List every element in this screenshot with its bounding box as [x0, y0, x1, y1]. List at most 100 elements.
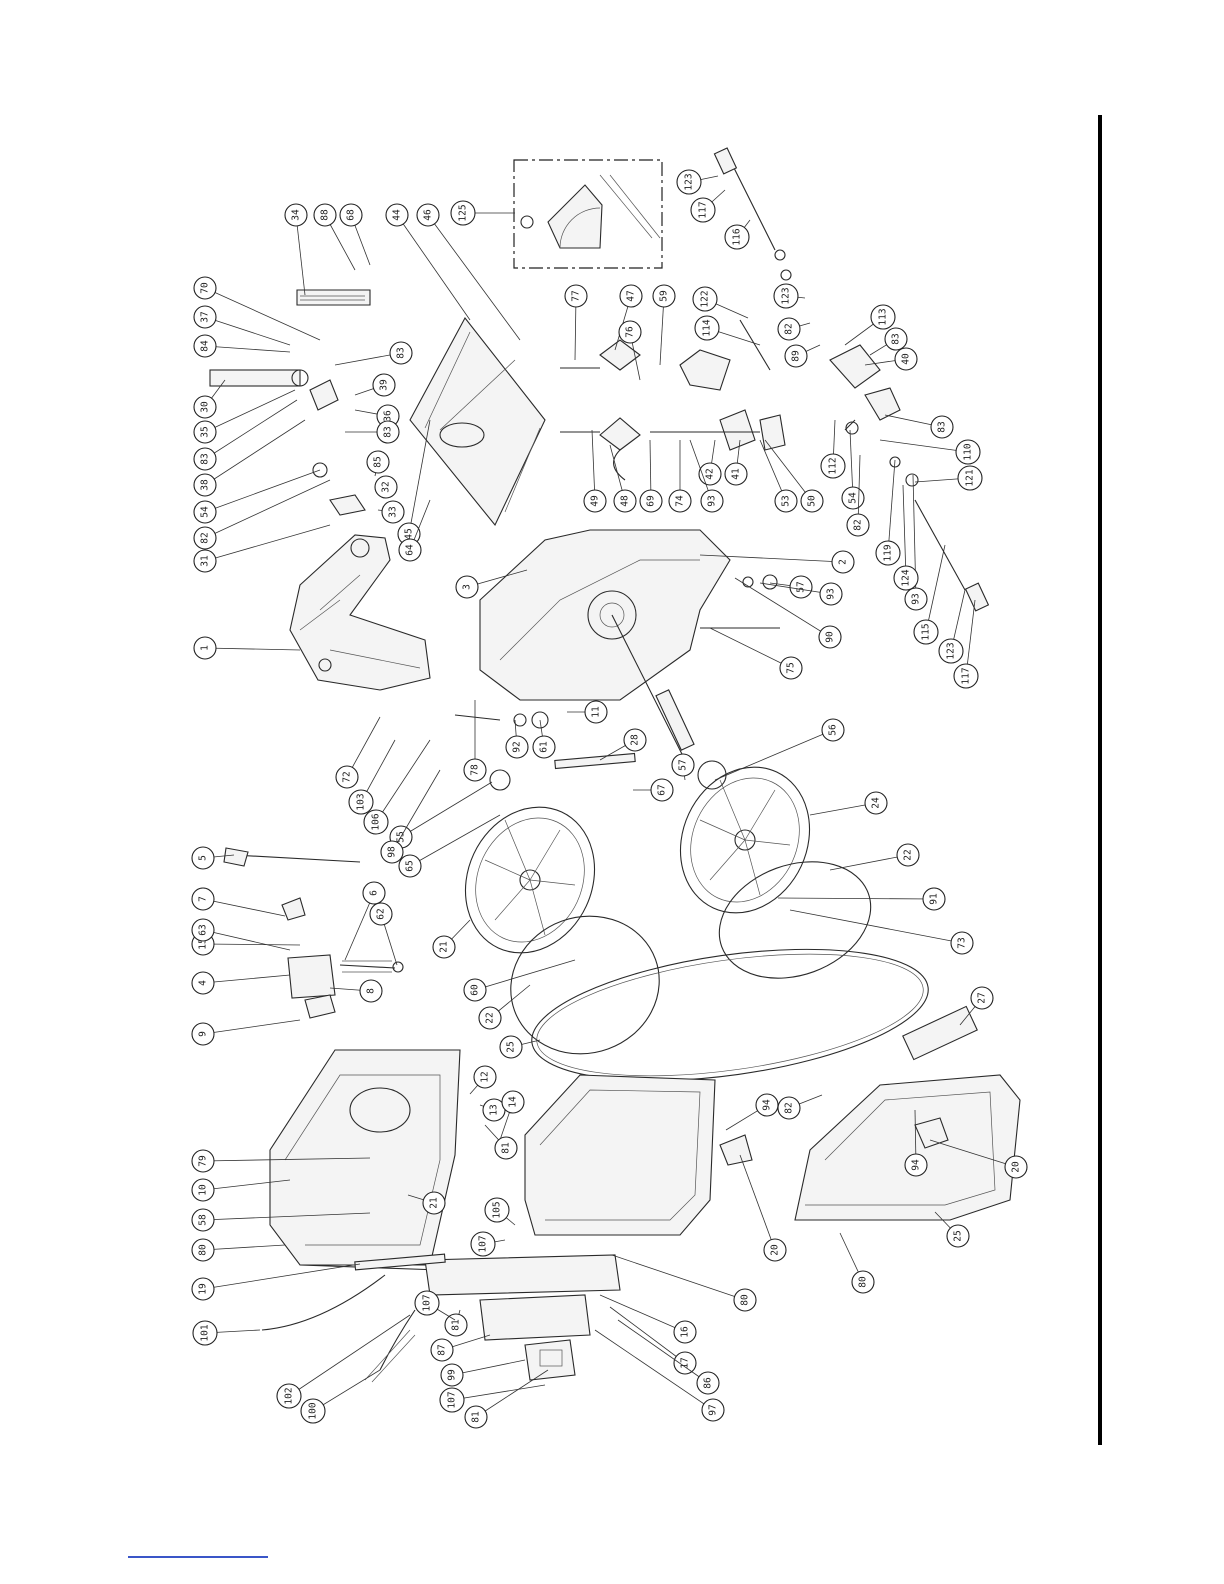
callout-110: 110	[879, 439, 981, 465]
callout-bubble	[191, 1208, 215, 1232]
callout-22: 22	[478, 984, 531, 1030]
callout-42: 42	[698, 439, 722, 486]
callout-bubble	[300, 1398, 326, 1424]
callout-bubble	[416, 203, 440, 227]
callout-bubble	[583, 489, 607, 513]
callout-number: 44	[392, 209, 403, 221]
switch-box-assembly	[424, 1254, 621, 1381]
callout-112: 112	[820, 419, 846, 479]
callout-number: 46	[423, 209, 434, 221]
callout-107: 107	[414, 1290, 456, 1321]
callout-123: 123	[676, 169, 719, 195]
leader-line	[474, 959, 576, 991]
callout-bubble	[398, 854, 422, 878]
callout-bubble	[894, 347, 918, 371]
callout-79: 79	[191, 1149, 371, 1173]
callout-number: 82	[784, 323, 795, 334]
callout-bubble	[348, 789, 374, 815]
callout-number: 20	[770, 1244, 781, 1256]
leader-line	[879, 439, 969, 453]
callout-50: 50	[764, 439, 824, 513]
callout-25: 25	[934, 1211, 970, 1248]
callout-2: 2	[699, 550, 855, 574]
page-right-rule	[1098, 115, 1102, 1445]
callout-82: 82	[777, 1094, 823, 1120]
leader-line	[475, 1369, 549, 1418]
callout-number: 48	[620, 495, 631, 507]
callout-number: 25	[953, 1230, 964, 1241]
callout-bubble	[763, 1238, 787, 1262]
callout-107: 107	[439, 1384, 546, 1413]
callout-number: 63	[198, 924, 209, 935]
callout-number: 94	[911, 1159, 922, 1171]
callout-bubble	[846, 513, 870, 537]
callout-bubble	[733, 1288, 757, 1312]
leader-line	[202, 929, 291, 951]
callout-27: 27	[959, 986, 994, 1026]
callout-65: 65	[398, 814, 501, 878]
footer-link-underline[interactable]	[128, 1556, 268, 1558]
callout-38: 38	[193, 419, 306, 497]
callout-1: 1	[193, 636, 301, 660]
callout-bubble	[821, 718, 845, 742]
callout-number: 81	[451, 1319, 462, 1331]
callout-number: 60	[470, 984, 481, 996]
callout-bubble	[970, 986, 994, 1010]
callout-number: 32	[381, 481, 392, 492]
callout-number: 31	[200, 555, 211, 567]
callout-bubble	[191, 918, 215, 942]
callout-32: 32	[374, 475, 398, 499]
callout-number: 68	[346, 209, 357, 221]
callout-bubble	[478, 1006, 502, 1030]
callout-80: 80	[839, 1232, 875, 1294]
callout-102: 102	[276, 1314, 411, 1409]
callout-11: 11	[567, 700, 608, 724]
callout-number: 82	[200, 532, 211, 543]
callout-31: 31	[193, 524, 331, 573]
leader-line	[204, 479, 331, 539]
callout-bubble	[494, 1136, 518, 1160]
callout-number: 42	[705, 468, 716, 479]
callout-101: 101	[192, 1320, 261, 1346]
callout-17: 17	[609, 1306, 697, 1375]
leader-line	[204, 399, 298, 460]
callout-number: 50	[807, 495, 818, 507]
callout-bubble	[192, 1320, 218, 1346]
callout-83: 83	[193, 399, 298, 471]
leader-line	[375, 739, 431, 823]
callout-number: 12	[480, 1071, 491, 1082]
callout-number: 19	[198, 1283, 209, 1295]
callout-bubble	[276, 1383, 302, 1409]
leader-line	[408, 419, 431, 535]
callout-39: 39	[354, 373, 396, 397]
leader-line	[887, 459, 896, 554]
callout-bubble	[432, 935, 456, 959]
callout-number: 124	[901, 569, 912, 586]
callout-number: 57	[678, 759, 689, 770]
callout-number: 25	[506, 1041, 517, 1052]
callout-bubble	[385, 203, 409, 227]
callout-bubble	[773, 283, 799, 309]
callout-bubble	[564, 284, 588, 308]
callout-bubble	[613, 489, 637, 513]
leader-line	[451, 1384, 546, 1401]
callout-number: 123	[946, 642, 957, 659]
callout-number: 14	[508, 1096, 519, 1108]
callout-number: 10	[198, 1184, 209, 1196]
callout-number: 70	[200, 282, 211, 294]
callout-bubble	[463, 978, 487, 1002]
callout-33: 33	[377, 500, 405, 524]
leader-line	[202, 943, 301, 946]
callout-bubble	[193, 473, 217, 497]
callout-bubble	[193, 500, 217, 524]
callout-20: 20	[929, 1139, 1028, 1179]
callout-bubble	[455, 575, 479, 599]
callout-106: 106	[363, 739, 431, 835]
callout-bubble	[690, 197, 716, 223]
callout-number: 38	[200, 479, 211, 491]
callout-bubble	[922, 887, 946, 911]
callout-125: 125	[450, 200, 515, 226]
callout-60: 60	[463, 959, 576, 1002]
leader-line	[611, 1254, 746, 1301]
